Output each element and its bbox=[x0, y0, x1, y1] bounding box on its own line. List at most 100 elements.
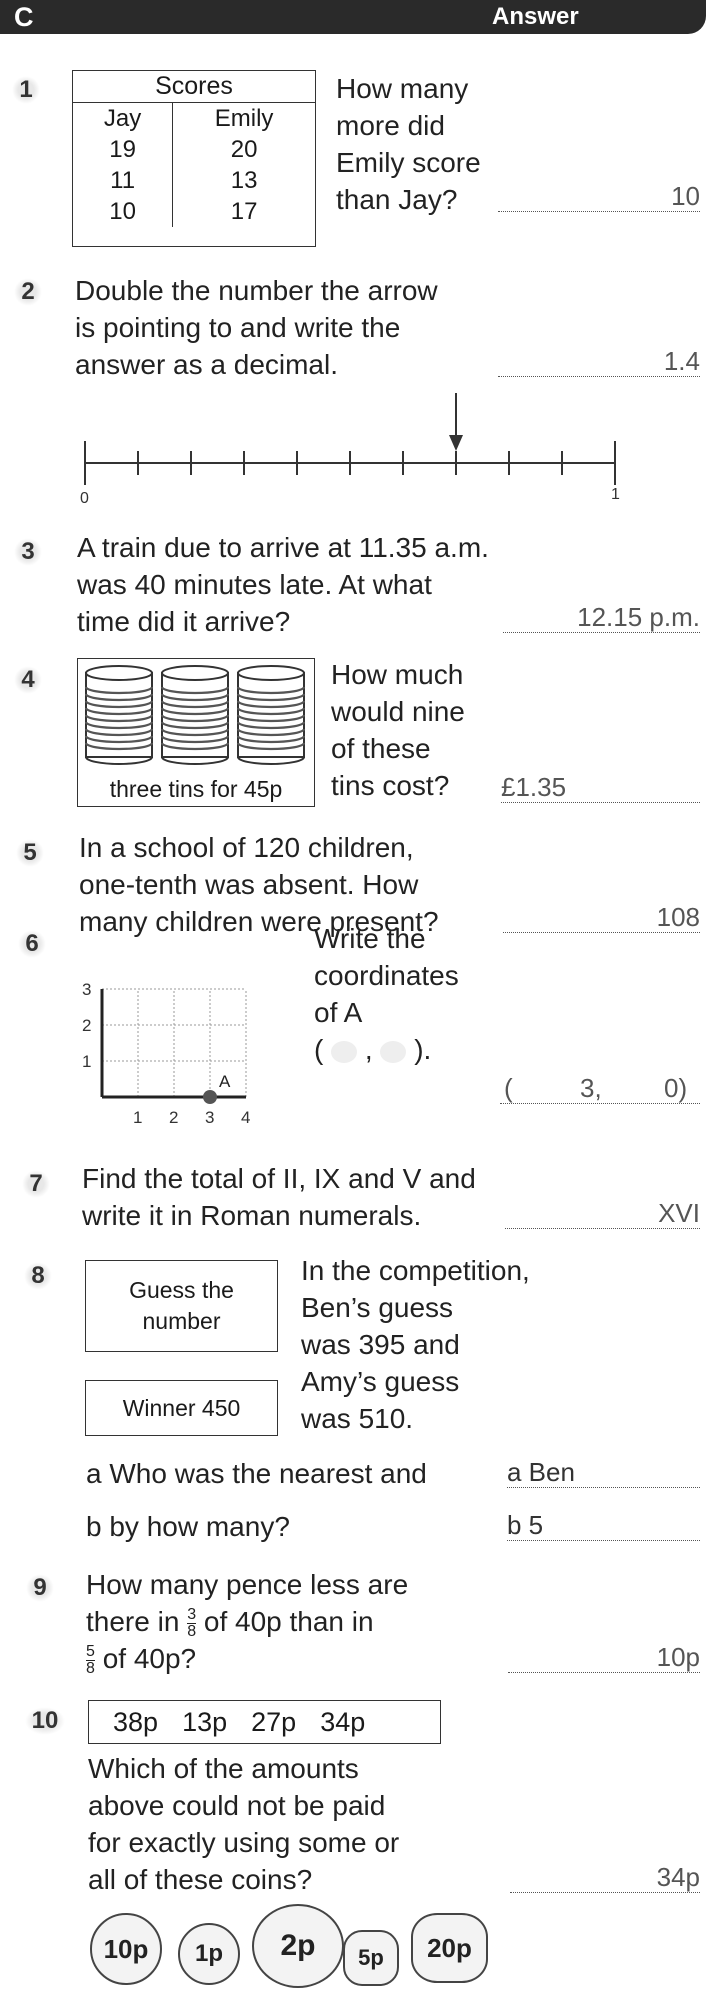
question-number-8: 8 bbox=[24, 1262, 52, 1290]
text-line: time did it arrive? bbox=[77, 606, 291, 637]
text-line: there in 3 8 of 40p than in bbox=[86, 1603, 408, 1640]
text-line: In the competition, bbox=[301, 1255, 530, 1286]
table-cell: 17 bbox=[230, 198, 258, 225]
number-line-start-label: 0 bbox=[80, 490, 89, 507]
text-line: tins cost? bbox=[331, 770, 450, 801]
answer-9[interactable]: 10p bbox=[508, 1642, 700, 1673]
text-line: Find the total of II, IX and V and bbox=[82, 1163, 476, 1194]
coin-20p: 20p bbox=[411, 1913, 488, 1983]
answer-5[interactable]: 108 bbox=[503, 902, 700, 933]
text-line: How much bbox=[331, 659, 464, 690]
tins-caption: three tins for 45p bbox=[109, 776, 283, 802]
question-number-7: 7 bbox=[22, 1170, 50, 1198]
fraction-numerator: 5 bbox=[86, 1643, 95, 1662]
question-9-text: How many pence less are there in 3 8 of … bbox=[86, 1566, 408, 1677]
grid-lines bbox=[102, 988, 247, 1097]
column-header-jay: Jay bbox=[73, 102, 174, 134]
answer-1[interactable]: 10 bbox=[498, 181, 700, 212]
scores-table-title: Scores bbox=[73, 71, 315, 103]
bracket-close: ). bbox=[414, 1034, 432, 1065]
part-a-text: Who was the nearest and bbox=[109, 1458, 427, 1489]
tins-picture-box: three tins for 45p bbox=[77, 658, 315, 807]
text-fragment: there in bbox=[86, 1606, 180, 1637]
x-tick-label: 3 bbox=[205, 1108, 214, 1127]
answer-7[interactable]: XVI bbox=[505, 1198, 700, 1229]
grid-axes bbox=[100, 989, 246, 1099]
x-tick-label: 2 bbox=[169, 1108, 178, 1127]
blank-x bbox=[331, 1040, 358, 1063]
question-7-text: Find the total of II, IX and V and write… bbox=[82, 1160, 476, 1234]
column-header-emily: Emily bbox=[214, 105, 274, 132]
answer-8b[interactable]: b 5 bbox=[507, 1510, 700, 1541]
x-tick-label: 1 bbox=[133, 1108, 142, 1127]
tins-illustration bbox=[84, 665, 306, 765]
question-number-6: 6 bbox=[18, 930, 46, 958]
coin-1p: 1p bbox=[178, 1923, 240, 1985]
text-line: was 40 minutes late. At what bbox=[77, 569, 432, 600]
coin-5p: 5p bbox=[343, 1930, 399, 1986]
section-letter: C bbox=[14, 2, 34, 32]
coin-10p: 10p bbox=[90, 1913, 162, 1985]
tin-icon bbox=[236, 665, 306, 765]
question-number-4: 4 bbox=[14, 666, 42, 694]
part-label-a: a bbox=[86, 1458, 102, 1489]
y-tick-label: 3 bbox=[82, 980, 91, 999]
text-line: was 395 and bbox=[301, 1329, 460, 1360]
question-number-10: 10 bbox=[25, 1707, 65, 1735]
answer-6[interactable]: ( 3, 0) bbox=[500, 1073, 700, 1104]
tin-icon bbox=[84, 665, 154, 765]
text-line: above could not be paid bbox=[88, 1790, 386, 1821]
text-line: one-tenth was absent. How bbox=[79, 869, 419, 900]
point-a-label: A bbox=[219, 1072, 231, 1091]
question-10-text: Which of the amounts above could not be … bbox=[88, 1750, 399, 1898]
question-1-text: How many more did Emily score than Jay? bbox=[336, 70, 481, 218]
number-line-end-label: 1 bbox=[611, 486, 620, 503]
part-label-b: b bbox=[86, 1511, 102, 1542]
bracket-open: ( bbox=[314, 1034, 324, 1065]
table-row: 19 20 bbox=[73, 134, 315, 165]
answer-8a[interactable]: a Ben bbox=[507, 1457, 700, 1488]
x-tick-label: 4 bbox=[241, 1108, 250, 1127]
text-line: many children were present? bbox=[79, 906, 439, 937]
answer-4[interactable]: £1.35 bbox=[501, 772, 700, 803]
scores-table: Scores Jay Emily 19 20 11 13 10 17 bbox=[73, 71, 315, 227]
text-line: Amy’s guess bbox=[301, 1366, 460, 1397]
question-number-5: 5 bbox=[16, 839, 44, 867]
question-4-text: How much would nine of these tins cost? bbox=[331, 656, 465, 804]
text-line: more did bbox=[336, 110, 445, 141]
text-fragment: of 40p than in bbox=[203, 1606, 374, 1637]
amounts-box: 38p 13p 27p 34p bbox=[88, 1700, 441, 1744]
answer-3[interactable]: 12.15 p.m. bbox=[503, 602, 700, 633]
table-cell: 11 bbox=[73, 165, 174, 196]
scores-table-box: Scores Jay Emily 19 20 11 13 10 17 bbox=[72, 70, 316, 247]
text-line: Emily score bbox=[336, 147, 481, 178]
tin-icon bbox=[160, 665, 230, 765]
guess-the-number-box: Guess the number bbox=[85, 1260, 278, 1352]
text-line: A train due to arrive at 11.35 a.m. bbox=[77, 532, 489, 563]
question-8b-text: b by how many? bbox=[86, 1508, 290, 1545]
text-line: was 510. bbox=[301, 1403, 414, 1434]
fraction-five-eighths: 5 8 bbox=[86, 1644, 95, 1677]
text-line: In a school of 120 children, bbox=[79, 832, 414, 863]
answer-10[interactable]: 34p bbox=[510, 1862, 700, 1893]
text-line: How many pence less are bbox=[86, 1569, 409, 1600]
answer-6-open: ( bbox=[504, 1073, 513, 1103]
question-number-1: 1 bbox=[12, 76, 40, 104]
winner-box: Winner 450 bbox=[85, 1380, 278, 1436]
text-line: 5 8 of 40p? bbox=[86, 1640, 408, 1677]
fraction-three-eighths: 3 8 bbox=[187, 1607, 197, 1640]
text-line: How many bbox=[336, 73, 469, 104]
number-line-arrow bbox=[449, 393, 463, 451]
answer-2[interactable]: 1.4 bbox=[498, 346, 700, 377]
table-cell: 19 bbox=[73, 134, 174, 165]
amount-item: 38p bbox=[113, 1706, 159, 1737]
question-8a-text: a Who was the nearest and bbox=[86, 1455, 427, 1492]
text-line: Double the number the arrow bbox=[75, 275, 438, 306]
comma: , bbox=[364, 1034, 373, 1065]
text-line: Guess the bbox=[129, 1277, 234, 1303]
answer-6-y: 0) bbox=[664, 1073, 688, 1103]
fraction-denominator: 8 bbox=[86, 1660, 95, 1678]
text-line: for exactly using some or bbox=[88, 1827, 400, 1858]
amount-item: 34p bbox=[320, 1706, 366, 1737]
